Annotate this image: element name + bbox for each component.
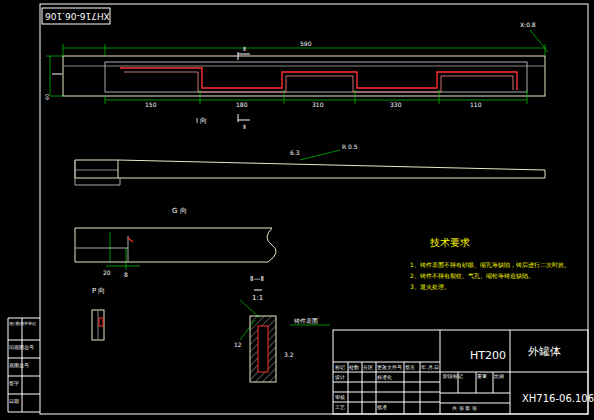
title-cell: 共 张 第 张 [452,406,477,411]
note-line: 1、铸件表面不得有砂眼、缩孔等缺陷，铸后进行二次时效。 [410,262,570,268]
title-cell: 更改文件号 [377,365,402,370]
section-label: Ⅱ—Ⅱ [250,276,264,283]
note-line: 3、退火处理。 [410,284,450,290]
section-mark: Ⅱ [243,46,246,52]
dimension: 330 [390,102,401,108]
dimension: 20 [103,270,111,276]
title-cell: 标记 [335,365,345,370]
roughness: X:0.8 [520,22,536,28]
title-cell: 比例 [494,374,504,379]
drawing-number: XH716-06.106 [45,11,110,20]
title-cell: 批准 [377,405,387,410]
title-cell: 阶段标记 [443,374,463,379]
margin-cell: 借(通)用件登记 [9,322,39,326]
note-title: 技术要求 [430,238,470,248]
leader-note: 铸件表面 [294,318,318,324]
margin-cell: 签字 [9,382,19,387]
dimension: 310 [312,102,323,108]
view-label: I 向 [196,118,207,125]
view-label: P 向 [92,288,105,295]
margin-cell: 底图总号 [9,364,29,369]
material: HT200 [470,350,506,361]
margin-cell: 日期 [9,400,19,405]
title-cell: 重量 [477,374,487,379]
drawing-number: XH716-06.106 [522,394,594,404]
title-cell: 设计 [335,375,345,380]
title-cell: 年.月.日 [421,365,439,370]
section-mark: Ⅱ [243,124,246,130]
title-cell: 处数 [349,365,359,370]
dimension: 150 [145,102,156,108]
dimension: 3.2 [284,352,294,358]
scale-label: 1:1 [252,295,263,302]
dimension: 110 [470,102,481,108]
title-cell: 标准化 [377,375,392,380]
dimension: 8 [124,272,128,278]
note-line: 2、铸件不得有裂纹、气孔、缩松等铸造缺陷。 [410,273,534,279]
dimension: 590 [300,41,311,47]
dimension: 60 [45,94,50,100]
title-cell: 签名 [405,365,415,370]
radius-note: R 0.5 [342,144,358,150]
margin-cell: 旧底图总号 [9,346,34,351]
view-label: G 向 [172,208,187,215]
part-name: 外罐体 [528,346,561,357]
title-cell: 工艺 [335,405,345,410]
title-cell: 审核 [335,395,345,400]
dimension: 180 [236,102,247,108]
title-cell: 分区 [363,365,373,370]
dimension: 12 [234,342,242,348]
dimension: 6.3 [290,150,300,156]
